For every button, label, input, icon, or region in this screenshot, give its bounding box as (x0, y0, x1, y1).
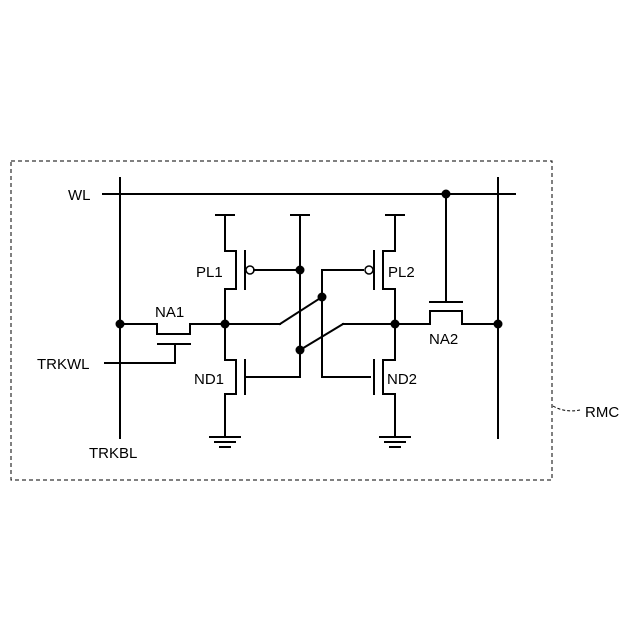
nd2-label: ND2 (387, 371, 417, 388)
junction-dot-right-cross (318, 293, 327, 302)
pl1-transistor (216, 215, 300, 324)
na2-transistor (395, 194, 498, 324)
junction-dot-left-cross (296, 346, 305, 355)
trkbl-label: TRKBL (89, 445, 137, 462)
na1-transistor (120, 324, 224, 344)
na2-label: NA2 (429, 331, 458, 348)
junction-dot-right-bitline (494, 320, 503, 329)
junction-dot-trkbl (116, 320, 125, 329)
trkwl-label: TRKWL (37, 356, 90, 373)
trkwl-line (105, 344, 175, 363)
nd1-label: ND1 (194, 371, 224, 388)
junction-dot-wl-na2 (442, 190, 451, 199)
na1-label: NA1 (155, 304, 184, 321)
junction-dot-node-left (221, 320, 230, 329)
rmc-label: RMC (585, 404, 619, 421)
wl-label: WL (68, 187, 91, 204)
rmc-boundary (11, 161, 552, 480)
nd1-transistor (225, 324, 300, 436)
rmc-leader-line (553, 406, 580, 411)
junction-dot-node-right (391, 320, 400, 329)
junction-dot-pl1-gate (296, 266, 305, 275)
ground-symbol-left (210, 437, 240, 447)
pl1-label: PL1 (196, 264, 223, 281)
ground-symbol-right (380, 437, 410, 447)
pl2-label: PL2 (388, 264, 415, 281)
